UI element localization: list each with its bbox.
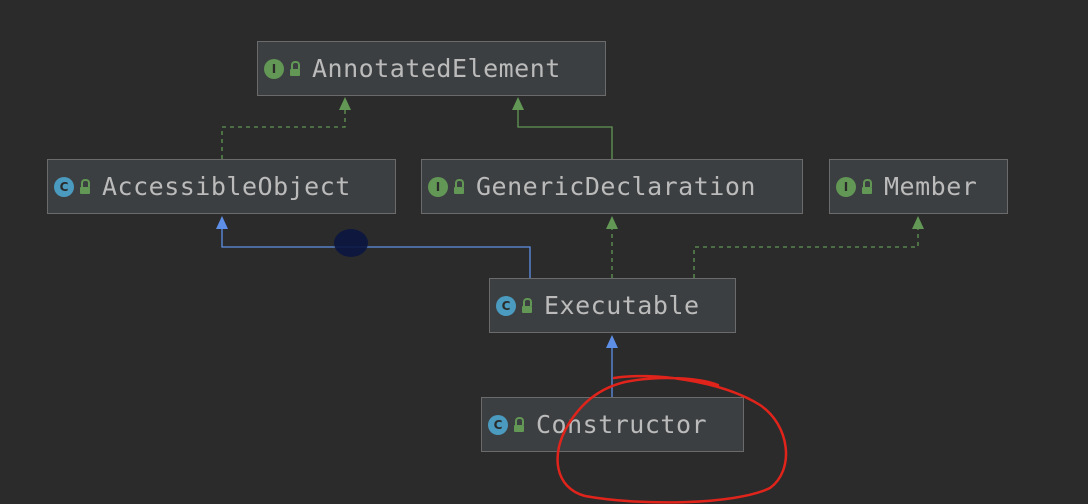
lock-icon [454,178,464,194]
node-label: Executable [544,291,700,320]
arrowhead-annotatedelement-right [512,97,524,110]
cursor-blob [334,229,368,257]
lock-icon [290,60,300,76]
node-constructor[interactable]: C Constructor [481,397,744,452]
lock-icon [80,178,90,194]
lock-icon [862,178,872,194]
arrowhead-member [912,216,924,229]
node-label: Constructor [536,410,708,439]
node-label: AnnotatedElement [312,54,561,83]
node-annotated-element[interactable]: I AnnotatedElement [257,41,606,96]
node-executable[interactable]: C Executable [489,278,736,333]
interface-icon: I [428,176,448,197]
class-icon: C [488,414,508,435]
edge-accessibleobject-annotatedelement [221,110,346,159]
node-label: AccessibleObject [102,172,351,201]
node-member[interactable]: I Member [829,159,1008,214]
node-accessible-object[interactable]: C AccessibleObject [47,159,396,214]
interface-icon: I [836,176,856,197]
node-generic-declaration[interactable]: I GenericDeclaration [421,159,803,214]
edge-executable-accessibleobject [221,229,531,278]
arrowhead-genericdeclaration [606,216,618,229]
arrowhead-accessibleobject [216,216,228,229]
node-label: Member [884,172,978,201]
edge-executable-member [693,229,919,278]
arrowhead-annotatedelement-left [339,97,351,110]
lock-icon [514,416,524,432]
arrowhead-executable [606,335,618,348]
edge-genericdeclaration-annotatedelement [517,110,613,159]
interface-icon: I [264,58,284,79]
class-icon: C [54,176,74,197]
class-icon: C [496,295,516,316]
lock-icon [522,297,532,313]
node-label: GenericDeclaration [476,172,756,201]
